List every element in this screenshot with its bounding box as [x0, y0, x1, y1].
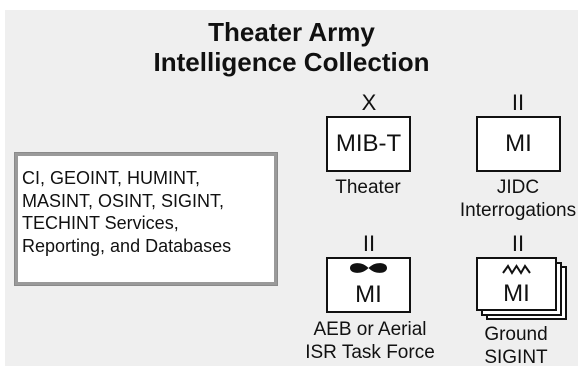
unit-symbol-text: MIB-T	[335, 130, 402, 157]
unit-label-theater: Theater	[318, 176, 418, 199]
services-box: CI, GEOINT, HUMINT, MASINT, OSINT, SIGIN…	[14, 152, 278, 286]
unit-label-line: SIGINT	[484, 347, 548, 368]
unit-label-line: Interrogations	[459, 200, 577, 221]
unit-echelon-brigade: X	[361, 90, 377, 115]
diagram-title-line2: Intelligence Collection	[153, 47, 430, 77]
unit-symbol-text: MI	[355, 281, 382, 308]
services-line: Reporting, and Databases	[22, 235, 232, 256]
unit-label-line: JIDC	[496, 177, 540, 198]
unit-echelon-battalion: II	[511, 231, 525, 256]
unit-echelon-battalion: II	[362, 231, 376, 256]
unit-label-aerial: AEB or Aerial ISR Task Force	[288, 318, 452, 364]
unit-echelon-battalion: II	[511, 90, 525, 115]
unit-symbol-text: MI	[505, 130, 532, 157]
services-box-content: CI, GEOINT, HUMINT, MASINT, OSINT, SIGIN…	[18, 156, 274, 282]
unit-symbol-text: MI	[503, 280, 530, 307]
electronic-zigzag-icon	[502, 264, 531, 275]
unit-label-jidc: JIDC Interrogations	[448, 176, 583, 222]
unit-symbol-mib-t: MIB-T	[326, 116, 411, 172]
unit-symbol-jidc: MI	[476, 116, 561, 172]
unit-label-line: Ground	[484, 324, 548, 345]
unit-label-line: Theater	[335, 177, 401, 198]
unit-symbol-sigint: MI	[476, 257, 557, 311]
unit-label-sigint: Ground SIGINT	[466, 323, 566, 369]
services-line: CI, GEOINT, HUMINT,	[22, 168, 201, 188]
services-line: MASINT, OSINT, SIGINT,	[22, 190, 225, 211]
services-line: TECHINT Services,	[22, 213, 179, 233]
aerial-propeller-icon	[350, 263, 387, 273]
unit-label-line: AEB or Aerial	[313, 319, 427, 340]
unit-symbol-aerial: MI	[326, 257, 411, 313]
diagram-title-line1: Theater Army	[208, 17, 375, 47]
unit-label-line: ISR Task Force	[305, 342, 435, 363]
